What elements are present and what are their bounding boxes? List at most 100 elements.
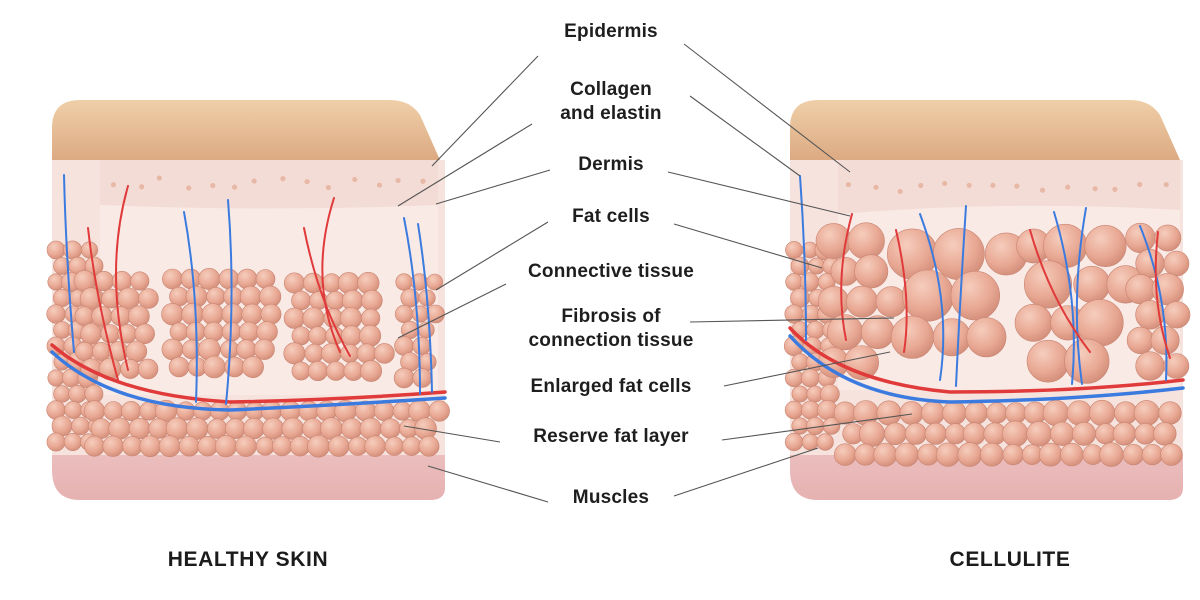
reserve-fat-cell xyxy=(1060,442,1084,467)
fat-cell xyxy=(283,342,306,365)
enlarged-fat-cell xyxy=(1154,224,1182,252)
reserve-fat-cell xyxy=(90,418,112,439)
fat-cell xyxy=(80,323,102,345)
fat-cell xyxy=(326,361,346,381)
vein-branch xyxy=(1053,211,1075,385)
leader-fatcells-right xyxy=(673,223,823,269)
reserve-fat-cell xyxy=(944,423,966,445)
fat-cell xyxy=(138,288,159,309)
fat-cell xyxy=(52,288,72,308)
leader-muscles-left xyxy=(427,465,549,503)
fat-cell xyxy=(291,326,311,346)
vein-main xyxy=(788,334,1185,404)
enlarged-fat-cell xyxy=(817,286,850,318)
reserve-fat-cell xyxy=(193,401,213,421)
reserve-fat-cell xyxy=(139,435,162,458)
reserve-fat-cell xyxy=(341,418,363,440)
healthy-skin-block xyxy=(46,100,450,500)
enlarged-fat-cell xyxy=(846,285,879,318)
reserve-fat-cell xyxy=(158,435,181,458)
enlarged-fat-cell xyxy=(847,222,885,260)
fat-cell xyxy=(255,269,276,289)
fat-cell xyxy=(253,338,275,360)
reserve-fat-cell xyxy=(214,435,238,458)
dermis-dot xyxy=(990,182,996,188)
leader-reserve-right xyxy=(721,413,913,441)
fat-cell xyxy=(412,336,431,356)
fat-cell xyxy=(241,355,264,378)
artery-branch xyxy=(895,229,908,353)
reserve-fat-cell xyxy=(957,442,983,467)
reserve-fat-cell xyxy=(1038,442,1063,467)
enlarged-fat-cell xyxy=(1014,303,1053,342)
fat-cell xyxy=(785,241,803,259)
leader-lines xyxy=(397,43,913,503)
reserve-fat-cell xyxy=(924,422,947,445)
fat-cell xyxy=(359,324,382,347)
reserve-fat-cell xyxy=(1042,399,1069,427)
dermis-dot xyxy=(210,182,216,189)
reserve-fat-cell xyxy=(289,436,311,457)
dermis-dot xyxy=(897,188,903,195)
reserve-fat-cell xyxy=(899,401,924,425)
leader-dermis-right xyxy=(667,171,851,217)
reserve-fat-cell xyxy=(1134,422,1157,445)
reserve-fat-cell xyxy=(962,422,986,446)
healthy-dermis-band xyxy=(100,160,438,209)
reserve-fat-cell xyxy=(833,443,857,466)
fat-cell xyxy=(169,322,189,342)
reserve-fat-cell xyxy=(374,400,395,422)
fat-cell xyxy=(283,272,305,294)
enlarged-fat-cell xyxy=(1064,338,1110,384)
vein-main xyxy=(50,350,447,412)
dermis-dot xyxy=(139,184,145,190)
fat-cell xyxy=(128,305,150,328)
fat-cell xyxy=(260,303,282,325)
artery-branch xyxy=(1154,231,1171,359)
fat-cell xyxy=(201,303,224,326)
fat-cell xyxy=(134,323,155,344)
leader-enlarged xyxy=(723,351,891,387)
fat-cell xyxy=(283,307,306,329)
enlarged-fat-cell xyxy=(860,315,895,350)
leader-connective-left xyxy=(397,283,507,339)
vein-branch xyxy=(919,213,945,381)
fat-cell xyxy=(304,343,324,364)
enlarged-fat-cell xyxy=(1084,225,1127,268)
fat-cell xyxy=(74,341,94,361)
artery-main xyxy=(50,343,447,404)
fat-cell xyxy=(168,356,190,378)
vein-branch xyxy=(403,217,421,395)
dermis-dot xyxy=(942,180,948,187)
enlarged-fat-cell xyxy=(1163,353,1190,379)
reserve-fat-cell xyxy=(84,435,105,457)
label-fat-cells: Fat cells xyxy=(572,206,650,227)
enlarged-fat-cell xyxy=(890,315,935,359)
label-reserve-fat-layer: Reserve fat layer xyxy=(533,426,689,447)
artery-branch xyxy=(87,227,119,381)
reserve-fat-cell xyxy=(917,443,940,466)
fat-cell xyxy=(53,321,71,339)
healthy-vessels xyxy=(50,174,447,412)
reserve-fat-cell xyxy=(1002,444,1024,466)
enlarged-fat-cell xyxy=(1163,250,1190,277)
fat-cell xyxy=(46,240,66,260)
title-healthy-skin: HEALTHY SKIN xyxy=(167,548,329,571)
vein-branch xyxy=(183,211,198,403)
fat-cell xyxy=(791,385,809,403)
cellulite-skin-block xyxy=(783,100,1191,500)
reserve-fat-cell xyxy=(1099,442,1124,467)
dermis-dot xyxy=(1112,186,1118,192)
enlarged-fat-cell xyxy=(1135,351,1165,381)
reserve-fat-cell xyxy=(364,435,386,457)
fat-cell xyxy=(238,321,260,342)
reserve-fat-cell xyxy=(1158,401,1182,425)
fat-cell xyxy=(341,325,362,347)
fat-cell xyxy=(785,273,803,291)
label-connective-tissue: Connective tissue xyxy=(527,261,695,282)
reserve-fat-cell xyxy=(1088,399,1116,427)
fat-cell xyxy=(307,360,328,381)
fat-cell xyxy=(291,290,311,311)
fat-cell xyxy=(791,417,809,435)
